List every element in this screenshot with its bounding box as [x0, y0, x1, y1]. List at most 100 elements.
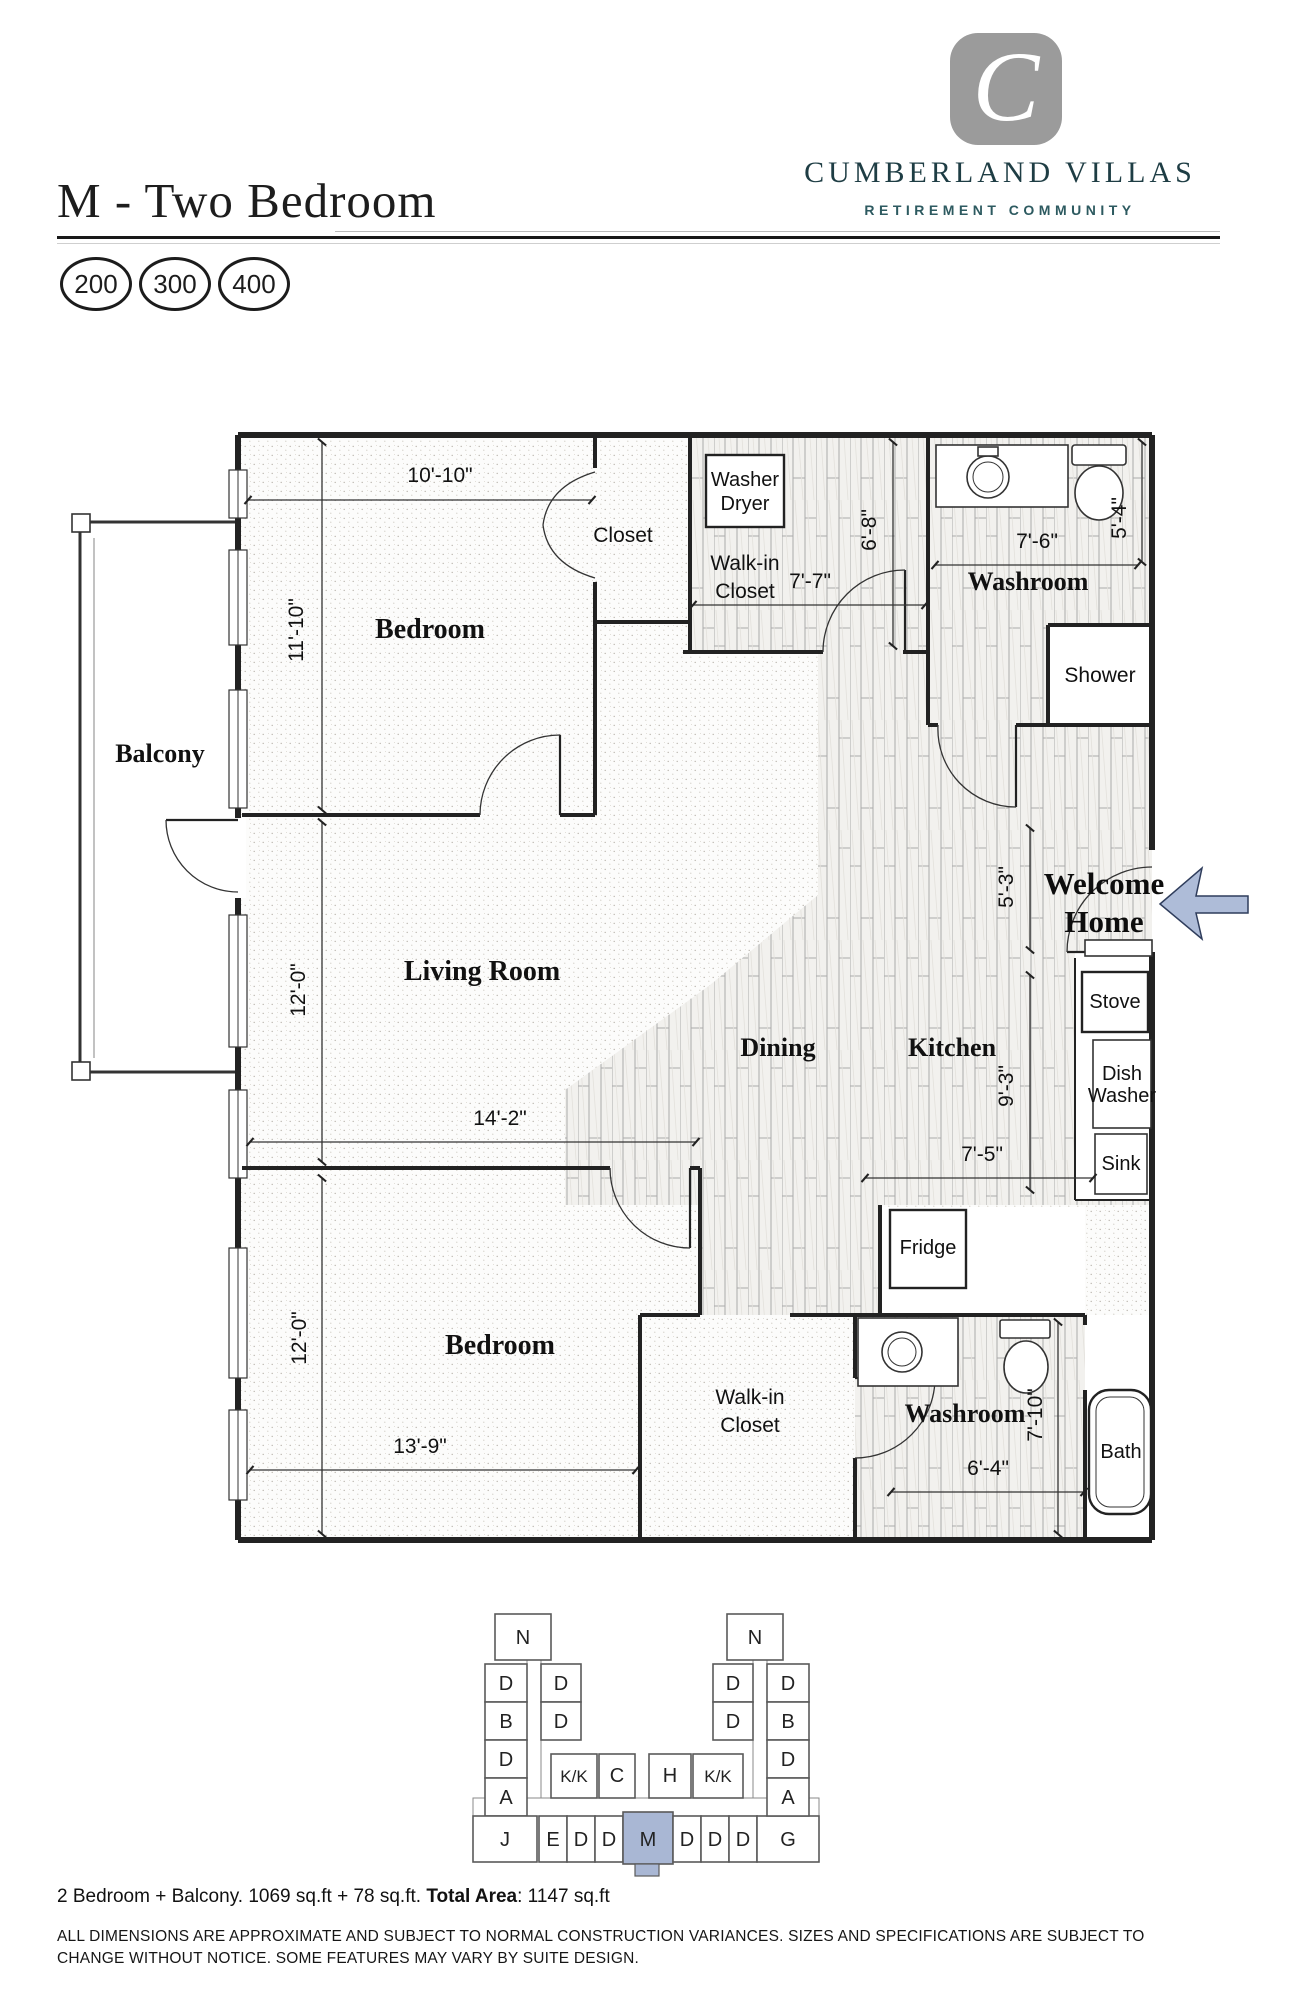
dim-entry: 5'-3"	[995, 866, 1018, 908]
fridge	[888, 1208, 968, 1290]
counter-edges	[1074, 958, 1152, 1201]
floor-plan: Washer Dryer	[71, 432, 1249, 1543]
summary-total-label: Total Area	[426, 1886, 518, 1907]
welcome-home-line1: Welcome	[1044, 866, 1165, 901]
dim-wic1-width: 7'-7"	[789, 570, 831, 593]
floor-badge-300: 300	[139, 257, 211, 311]
keyplan-cell: K/K	[692, 1753, 744, 1799]
entry-door	[1066, 866, 1153, 953]
keyplan-cell: D	[540, 1701, 582, 1741]
svg-text:D: D	[708, 1829, 722, 1851]
svg-text:Washer: Washer	[711, 469, 780, 491]
dim-living-width: 14'-2"	[473, 1107, 527, 1130]
header-rule-dark	[57, 236, 1220, 239]
keyplan-cell: G	[756, 1815, 820, 1863]
dim-bedroom1-height: 11'-10"	[285, 598, 308, 662]
svg-text:D: D	[726, 1673, 740, 1695]
windows	[228, 469, 248, 1501]
keyplan-cell: J	[472, 1815, 538, 1863]
keyplan-cell: C	[598, 1753, 636, 1799]
keyplan-cell-highlighted: M	[622, 1811, 674, 1865]
dim-bedroom2-width: 13'-9"	[393, 1435, 447, 1458]
brand-initial: C	[972, 31, 1040, 142]
svg-text:C: C	[610, 1765, 624, 1787]
keyplan-cell: D	[672, 1815, 702, 1863]
fixtures: Washer Dryer	[704, 444, 1153, 1516]
brand-tagline: RETIREMENT COMMUNITY	[864, 202, 1136, 218]
keyplan-cell: D	[712, 1701, 754, 1741]
svg-text:D: D	[680, 1829, 694, 1851]
washroom1-toilet	[1071, 444, 1127, 521]
floor-badges: 200 300 400	[60, 257, 290, 311]
label-stove: Stove	[1089, 991, 1140, 1013]
dim-washroom1-width: 7'-6"	[1016, 530, 1058, 553]
washroom1-vanity-sink	[935, 444, 1069, 508]
washroom2-toilet	[999, 1319, 1051, 1394]
room-label-kitchen: Kitchen	[908, 1033, 997, 1062]
keyplan-cell: K/K	[550, 1753, 598, 1799]
room-label-washroom-2: Washroom	[905, 1399, 1026, 1428]
summary-total-value: : 1147 sq.ft	[517, 1886, 610, 1907]
stove	[1080, 970, 1150, 1034]
floor-badge-400: 400	[218, 257, 290, 311]
keyplan-cell: N	[494, 1613, 552, 1661]
kitchen-sink	[1094, 1133, 1148, 1195]
svg-text:J: J	[500, 1829, 510, 1851]
room-label-shower: Shower	[1064, 664, 1135, 687]
svg-text:E: E	[546, 1829, 559, 1851]
svg-text:K/K: K/K	[704, 1767, 732, 1786]
keyplan-cell: E	[538, 1815, 568, 1863]
svg-text:D: D	[602, 1829, 616, 1851]
room-label-living-room: Living Room	[404, 956, 560, 987]
room-label-washroom-1: Washroom	[968, 567, 1089, 596]
svg-text:D: D	[736, 1829, 750, 1851]
svg-text:B: B	[499, 1711, 512, 1733]
page-title: M - Two Bedroom	[57, 173, 437, 228]
room-labels: Bedroom Closet Walk-in Closet Washroom S…	[115, 524, 1156, 1463]
room-label-walkin2-line2: Closet	[720, 1414, 780, 1437]
svg-text:M: M	[640, 1829, 657, 1851]
balcony-structure	[71, 513, 238, 1081]
svg-text:K/K: K/K	[560, 1767, 588, 1786]
room-label-walkin2-line1: Walk-in	[715, 1386, 784, 1409]
unit-summary: 2 Bedroom + Balcony. 1069 sq.ft + 78 sq.…	[57, 1886, 610, 1908]
keyplan-cell: D	[594, 1815, 624, 1863]
keyplan-cell: A	[766, 1777, 810, 1817]
disclaimer-text: ALL DIMENSIONS ARE APPROXIMATE AND SUBJE…	[57, 1928, 1145, 1968]
dimension-lines	[243, 437, 1147, 1539]
svg-text:D: D	[499, 1673, 513, 1695]
keyplan-cell: A	[484, 1777, 528, 1817]
header-rule-light	[335, 231, 1220, 232]
svg-text:B: B	[781, 1711, 794, 1733]
keyplan-cell: D	[566, 1815, 596, 1863]
room-label-bedroom-1: Bedroom	[375, 614, 485, 645]
dim-wic1-height: 6'-8"	[858, 509, 881, 551]
keyplan-cell: D	[540, 1663, 582, 1703]
room-label-bedroom-2: Bedroom	[445, 1330, 555, 1361]
keyplan-cell: B	[484, 1701, 528, 1741]
label-sink: Sink	[1102, 1153, 1142, 1175]
brand-name: CUMBERLAND VILLAS	[804, 156, 1196, 189]
dim-bedroom2-height: 12'-0"	[288, 1311, 311, 1365]
keyplan-cell: D	[766, 1663, 810, 1703]
room-label-closet: Closet	[593, 524, 653, 547]
keyplan-unit-stub	[634, 1863, 660, 1877]
building-key-plan: N D D D B D A J K/K C H K/K E D D M D D …	[472, 1613, 820, 1877]
keyplan-cell: D	[700, 1815, 730, 1863]
svg-text:D: D	[574, 1829, 588, 1851]
dim-washroom1-height: 5'-4"	[1108, 497, 1131, 539]
dim-living-height: 12'-0"	[287, 963, 310, 1017]
svg-text:Dryer: Dryer	[721, 493, 770, 515]
dim-kitchen-height: 9'-3"	[995, 1065, 1018, 1107]
brand-logo-icon: C	[950, 33, 1062, 145]
room-label-walkin1-line2: Closet	[715, 580, 775, 603]
welcome-home-line2: Home	[1064, 904, 1143, 939]
header-rule-shadow	[57, 243, 1220, 244]
room-label-balcony: Balcony	[115, 739, 205, 768]
room-label-dining: Dining	[740, 1033, 815, 1062]
keyplan-cell: N	[726, 1613, 784, 1661]
svg-text:G: G	[780, 1829, 796, 1851]
svg-text:A: A	[499, 1787, 513, 1809]
keyplan-corridors	[472, 1657, 820, 1817]
svg-text:D: D	[781, 1673, 795, 1695]
